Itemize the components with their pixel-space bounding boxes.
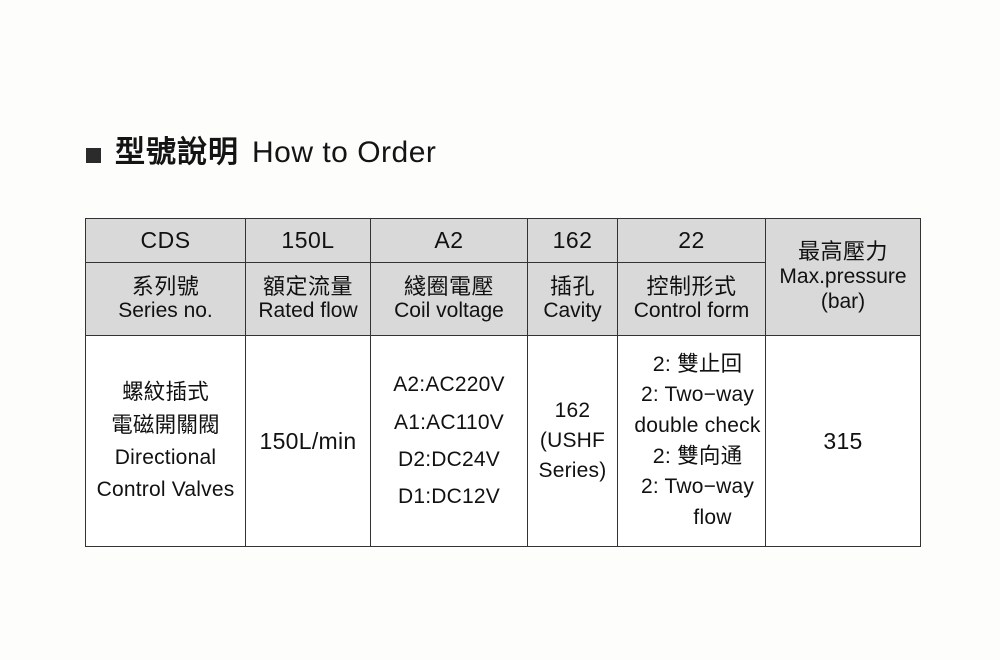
code-cell-rated-flow: 150L <box>245 218 371 263</box>
control-form-line-6: flow <box>693 505 732 529</box>
cavity-label-cn: 插孔 <box>549 273 595 299</box>
control-form-line-1: 2: 雙止回 <box>652 351 743 376</box>
section-heading: 型號說明 How to Order <box>86 138 436 168</box>
value-cell-series: 螺紋插式 電磁開關閥 Directional Control Valves <box>85 335 246 547</box>
series-value-lines: 螺紋插式 電磁開關閥 Directional Control Valves <box>89 342 242 540</box>
label-cell-cavity: 插孔 Cavity <box>527 262 618 336</box>
control-form-line-5: 2: Two−way <box>640 475 755 499</box>
code-cell-series: CDS <box>85 218 246 263</box>
coil-voltage-option-a2: A2:AC220V <box>393 373 505 397</box>
coil-voltage-label-cn: 綫圈電壓 <box>403 273 494 299</box>
table-row-labels: 系列號 Series no. 額定流量 Rated flow 綫圈電壓 Coil… <box>85 262 921 336</box>
page-title-cn: 型號說明 <box>115 136 239 169</box>
value-cell-max-pressure: 315 <box>765 335 921 547</box>
label-cell-control-form: 控制形式 Control form <box>617 262 766 336</box>
coil-voltage-label-en: Coil voltage <box>394 299 504 323</box>
page-title-en: How to Order <box>252 136 437 169</box>
value-cell-coil-voltage: A2:AC220V A1:AC110V D2:DC24V D1:DC12V <box>370 335 528 547</box>
max-pressure-label-cn: 最高壓力 <box>797 239 888 265</box>
control-form-label-en: Control form <box>633 299 750 323</box>
coil-voltage-option-d2: D2:DC24V <box>398 448 500 471</box>
label-cell-rated-flow: 額定流量 Rated flow <box>245 262 371 336</box>
value-cell-cavity: 162 (USHF Series) <box>527 335 618 547</box>
cavity-value-line-1: 162 <box>554 399 591 423</box>
series-value-line-4: Control Valves <box>96 477 235 501</box>
cavity-label-en: Cavity <box>543 299 602 323</box>
table-row-codes: CDS 150L A2 162 22 最高壓力 Max.pressure (ba… <box>85 218 921 336</box>
coil-voltage-option-d1: D1:DC12V <box>398 485 500 509</box>
cavity-value-line-3: Series) <box>538 458 607 482</box>
label-cell-coil-voltage: 綫圈電壓 Coil voltage <box>370 262 528 336</box>
cavity-value-line-2: (USHF <box>539 429 606 453</box>
cavity-value-lines: 162 (USHF Series) <box>531 342 614 540</box>
coil-voltage-option-a1: A1:AC110V <box>394 410 504 434</box>
code-cell-control-form: 22 <box>617 218 766 263</box>
header-cell-max-pressure: 最高壓力 Max.pressure (bar) <box>765 218 921 336</box>
value-cell-control-form: 2: 雙止回 2: Two−way double check 2: 雙向通 2:… <box>617 335 766 547</box>
control-form-line-3: double check <box>634 413 761 437</box>
max-pressure-unit: (bar) <box>820 289 866 313</box>
value-cell-rated-flow: 150L/min <box>245 335 371 547</box>
control-form-label-cn: 控制形式 <box>646 273 737 299</box>
series-label-cn: 系列號 <box>131 273 200 299</box>
series-value-line-3: Directional <box>114 445 217 469</box>
rated-flow-label-en: Rated flow <box>258 299 358 323</box>
control-form-line-4: 2: 雙向通 <box>652 444 743 468</box>
series-value-line-1: 螺紋插式 <box>122 380 209 405</box>
rated-flow-label-cn: 額定流量 <box>262 273 353 299</box>
control-form-value-lines: 2: 雙止回 2: Two−way double check 2: 雙向通 2:… <box>621 342 762 540</box>
table-row-values: 螺紋插式 電磁開關閥 Directional Control Valves 15… <box>85 335 921 547</box>
coil-voltage-value-lines: A2:AC220V A1:AC110V D2:DC24V D1:DC12V <box>374 342 524 540</box>
label-cell-series: 系列號 Series no. <box>85 262 246 336</box>
max-pressure-label-en: Max.pressure <box>779 264 907 288</box>
series-label-en: Series no. <box>118 299 213 323</box>
series-value-line-2: 電磁開關閥 <box>111 413 220 438</box>
square-bullet-icon <box>86 147 101 163</box>
code-cell-cavity: 162 <box>527 218 618 263</box>
code-cell-coil-voltage: A2 <box>370 218 528 263</box>
how-to-order-table: CDS 150L A2 162 22 最高壓力 Max.pressure (ba… <box>85 218 921 547</box>
control-form-line-2: 2: Two−way <box>640 383 755 407</box>
